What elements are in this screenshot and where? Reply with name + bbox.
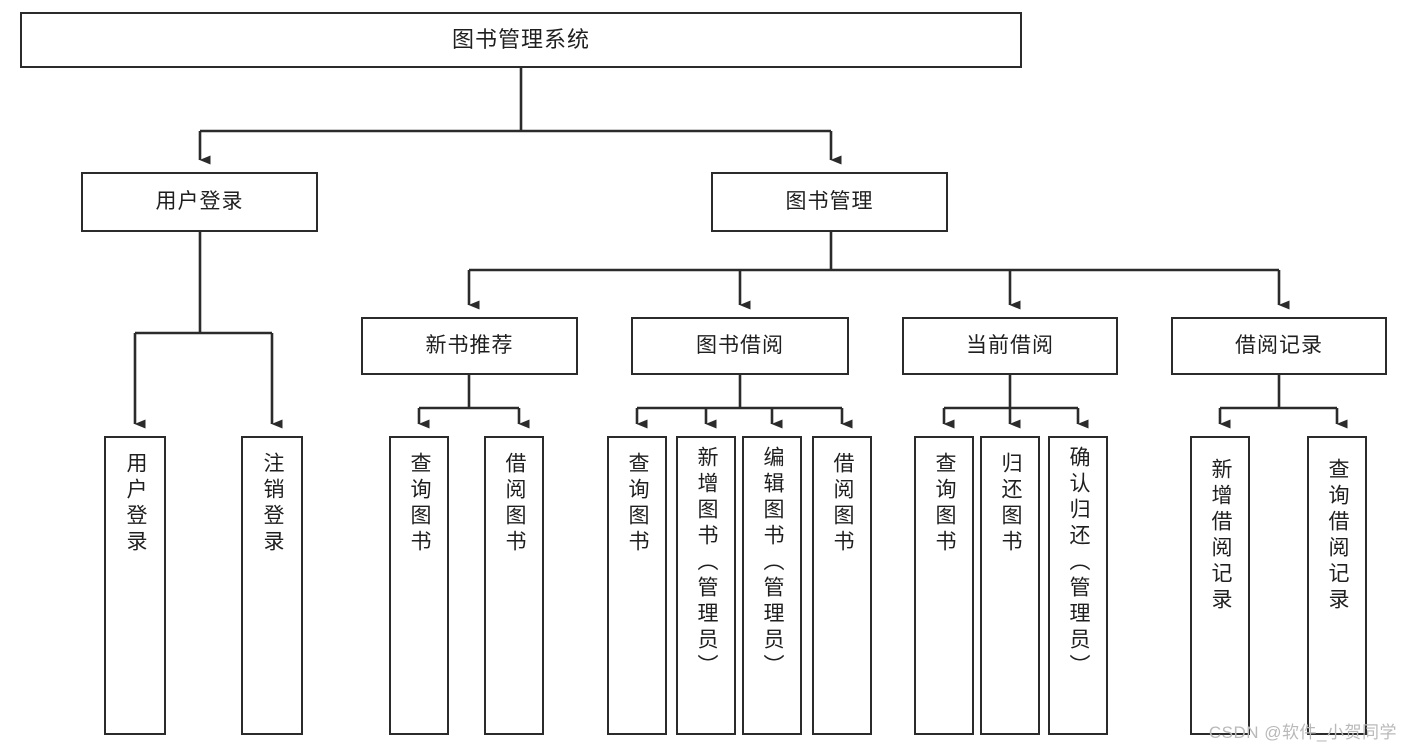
node-leaf-add-book[interactable]: 新增图书（管理员） (676, 436, 736, 735)
node-leaf-query-record[interactable]: 查询借阅记录 (1307, 436, 1367, 735)
node-leaf-add-book-label: 新增图书（管理员） (695, 446, 719, 680)
node-leaf-add-record[interactable]: 新增借阅记录 (1190, 436, 1250, 735)
node-leaf-add-record-label: 新增借阅记录 (1209, 458, 1233, 614)
node-leaf-logout-login-label: 注销登录 (261, 452, 285, 556)
node-borrow-record[interactable]: 借阅记录 (1171, 317, 1387, 375)
node-leaf-confirm-return[interactable]: 确认归还（管理员） (1048, 436, 1108, 735)
node-book-borrow[interactable]: 图书借阅 (631, 317, 849, 375)
node-leaf-query-book-3-label: 查询图书 (933, 452, 957, 556)
node-user-login-label: 用户登录 (155, 190, 244, 214)
node-leaf-query-record-label: 查询借阅记录 (1326, 458, 1350, 614)
node-current-borrow[interactable]: 当前借阅 (902, 317, 1118, 375)
node-root-label: 图书管理系统 (451, 26, 590, 52)
node-new-book-recommend[interactable]: 新书推荐 (361, 317, 578, 375)
watermark-text: CSDN @软件_小贺同学 (1208, 723, 1397, 742)
node-current-borrow-label: 当前借阅 (966, 334, 1054, 358)
node-leaf-edit-book-label: 编辑图书（管理员） (761, 446, 785, 680)
node-book-borrow-label: 图书借阅 (696, 334, 784, 358)
node-leaf-query-book-2[interactable]: 查询图书 (607, 436, 667, 735)
node-user-login[interactable]: 用户登录 (81, 172, 318, 232)
node-leaf-logout-login[interactable]: 注销登录 (241, 436, 303, 735)
node-leaf-query-book-3[interactable]: 查询图书 (914, 436, 974, 735)
node-new-book-recommend-label: 新书推荐 (425, 334, 514, 358)
node-book-management[interactable]: 图书管理 (711, 172, 948, 232)
node-leaf-return-book-label: 归还图书 (999, 452, 1023, 556)
node-leaf-borrow-book-1-label: 借阅图书 (503, 452, 527, 556)
node-leaf-user-login-label: 用户登录 (124, 452, 148, 556)
node-book-management-label: 图书管理 (785, 190, 874, 214)
node-leaf-user-login[interactable]: 用户登录 (104, 436, 166, 735)
node-leaf-borrow-book-2-label: 借阅图书 (831, 452, 855, 556)
node-leaf-query-book-1[interactable]: 查询图书 (389, 436, 449, 735)
node-borrow-record-label: 借阅记录 (1235, 334, 1323, 358)
node-leaf-return-book[interactable]: 归还图书 (980, 436, 1040, 735)
node-leaf-query-book-2-label: 查询图书 (626, 452, 650, 556)
node-leaf-query-book-1-label: 查询图书 (408, 452, 432, 556)
node-root[interactable]: 图书管理系统 (20, 12, 1022, 68)
node-leaf-confirm-return-label: 确认归还（管理员） (1067, 446, 1091, 680)
node-leaf-borrow-book-1[interactable]: 借阅图书 (484, 436, 544, 735)
node-leaf-borrow-book-2[interactable]: 借阅图书 (812, 436, 872, 735)
node-leaf-edit-book[interactable]: 编辑图书（管理员） (742, 436, 802, 735)
